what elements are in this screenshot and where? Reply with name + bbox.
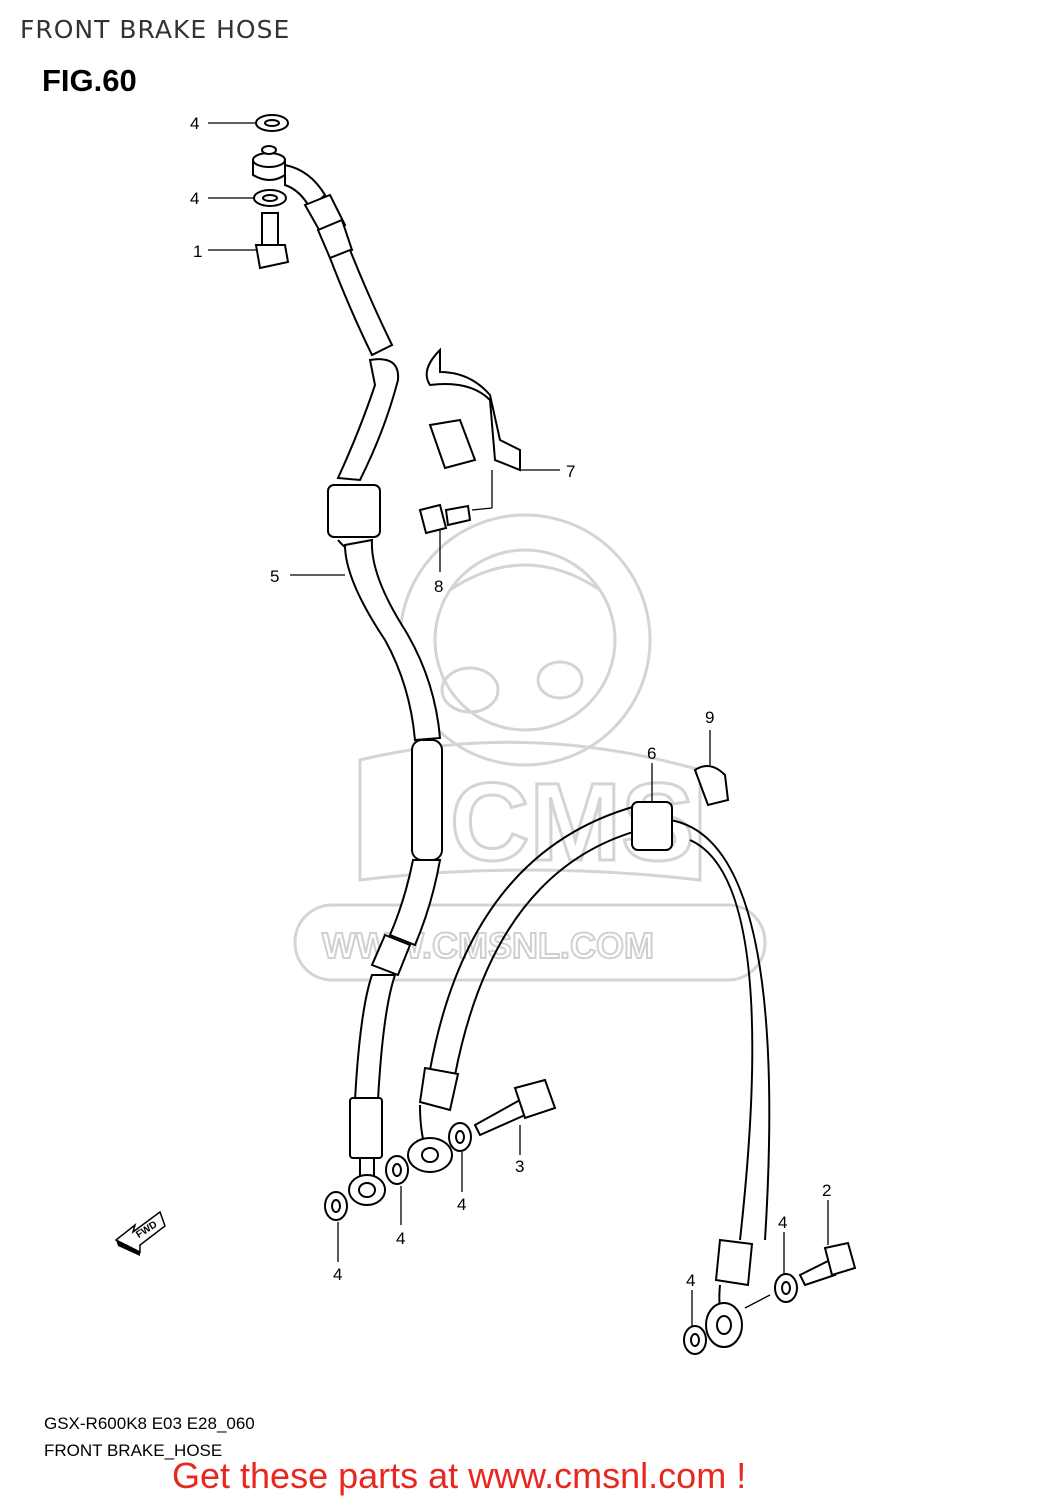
watermark-logo: CMS: [293, 513, 767, 982]
callout-8: 8: [434, 577, 443, 596]
brake-hose-6: [407, 801, 771, 1348]
callout-4: 4: [190, 114, 199, 133]
union-bolt-2: [798, 1241, 857, 1287]
footer-subtitle: FRONT BRAKE_HOSE: [44, 1441, 223, 1460]
clamp-9: [693, 765, 730, 807]
union-bolt-3: [473, 1078, 557, 1137]
model-code: GSX-R600K8 E03 E28_060: [44, 1414, 255, 1433]
callout-2: 2: [822, 1181, 831, 1200]
union-bolt-1: [253, 114, 290, 270]
watermark-text: WWW.CMSNL.COM: [322, 925, 654, 966]
washers-4: [324, 1122, 798, 1355]
callout-7: 7: [566, 462, 575, 481]
leader-lines: [208, 122, 829, 1326]
brake-hose-5: [252, 145, 443, 1206]
callout-4: 4: [333, 1265, 342, 1284]
callout-6: 6: [647, 744, 656, 763]
figure-label: FIG.60: [42, 63, 137, 98]
bolt-8: [418, 503, 472, 535]
callout-4: 4: [396, 1229, 405, 1248]
callout-4: 4: [457, 1195, 466, 1214]
callout-1: 1: [193, 242, 202, 261]
callout-4: 4: [686, 1271, 695, 1290]
callout-4: 4: [778, 1213, 787, 1232]
callouts: 4 4 1 5 7 8 9 6 3 4 4 4 2 4 4: [190, 114, 831, 1290]
callout-9: 9: [705, 708, 714, 727]
bracket-7: [425, 347, 521, 472]
callout-4: 4: [190, 189, 199, 208]
cmsnl-link[interactable]: Get these parts at www.cmsnl.com !: [172, 1455, 747, 1496]
page-title: FRONT BRAKE HOSE: [20, 15, 291, 44]
callout-3: 3: [515, 1157, 524, 1176]
callout-5: 5: [270, 567, 279, 586]
fwd-arrow-icon: FWD: [114, 1210, 166, 1256]
